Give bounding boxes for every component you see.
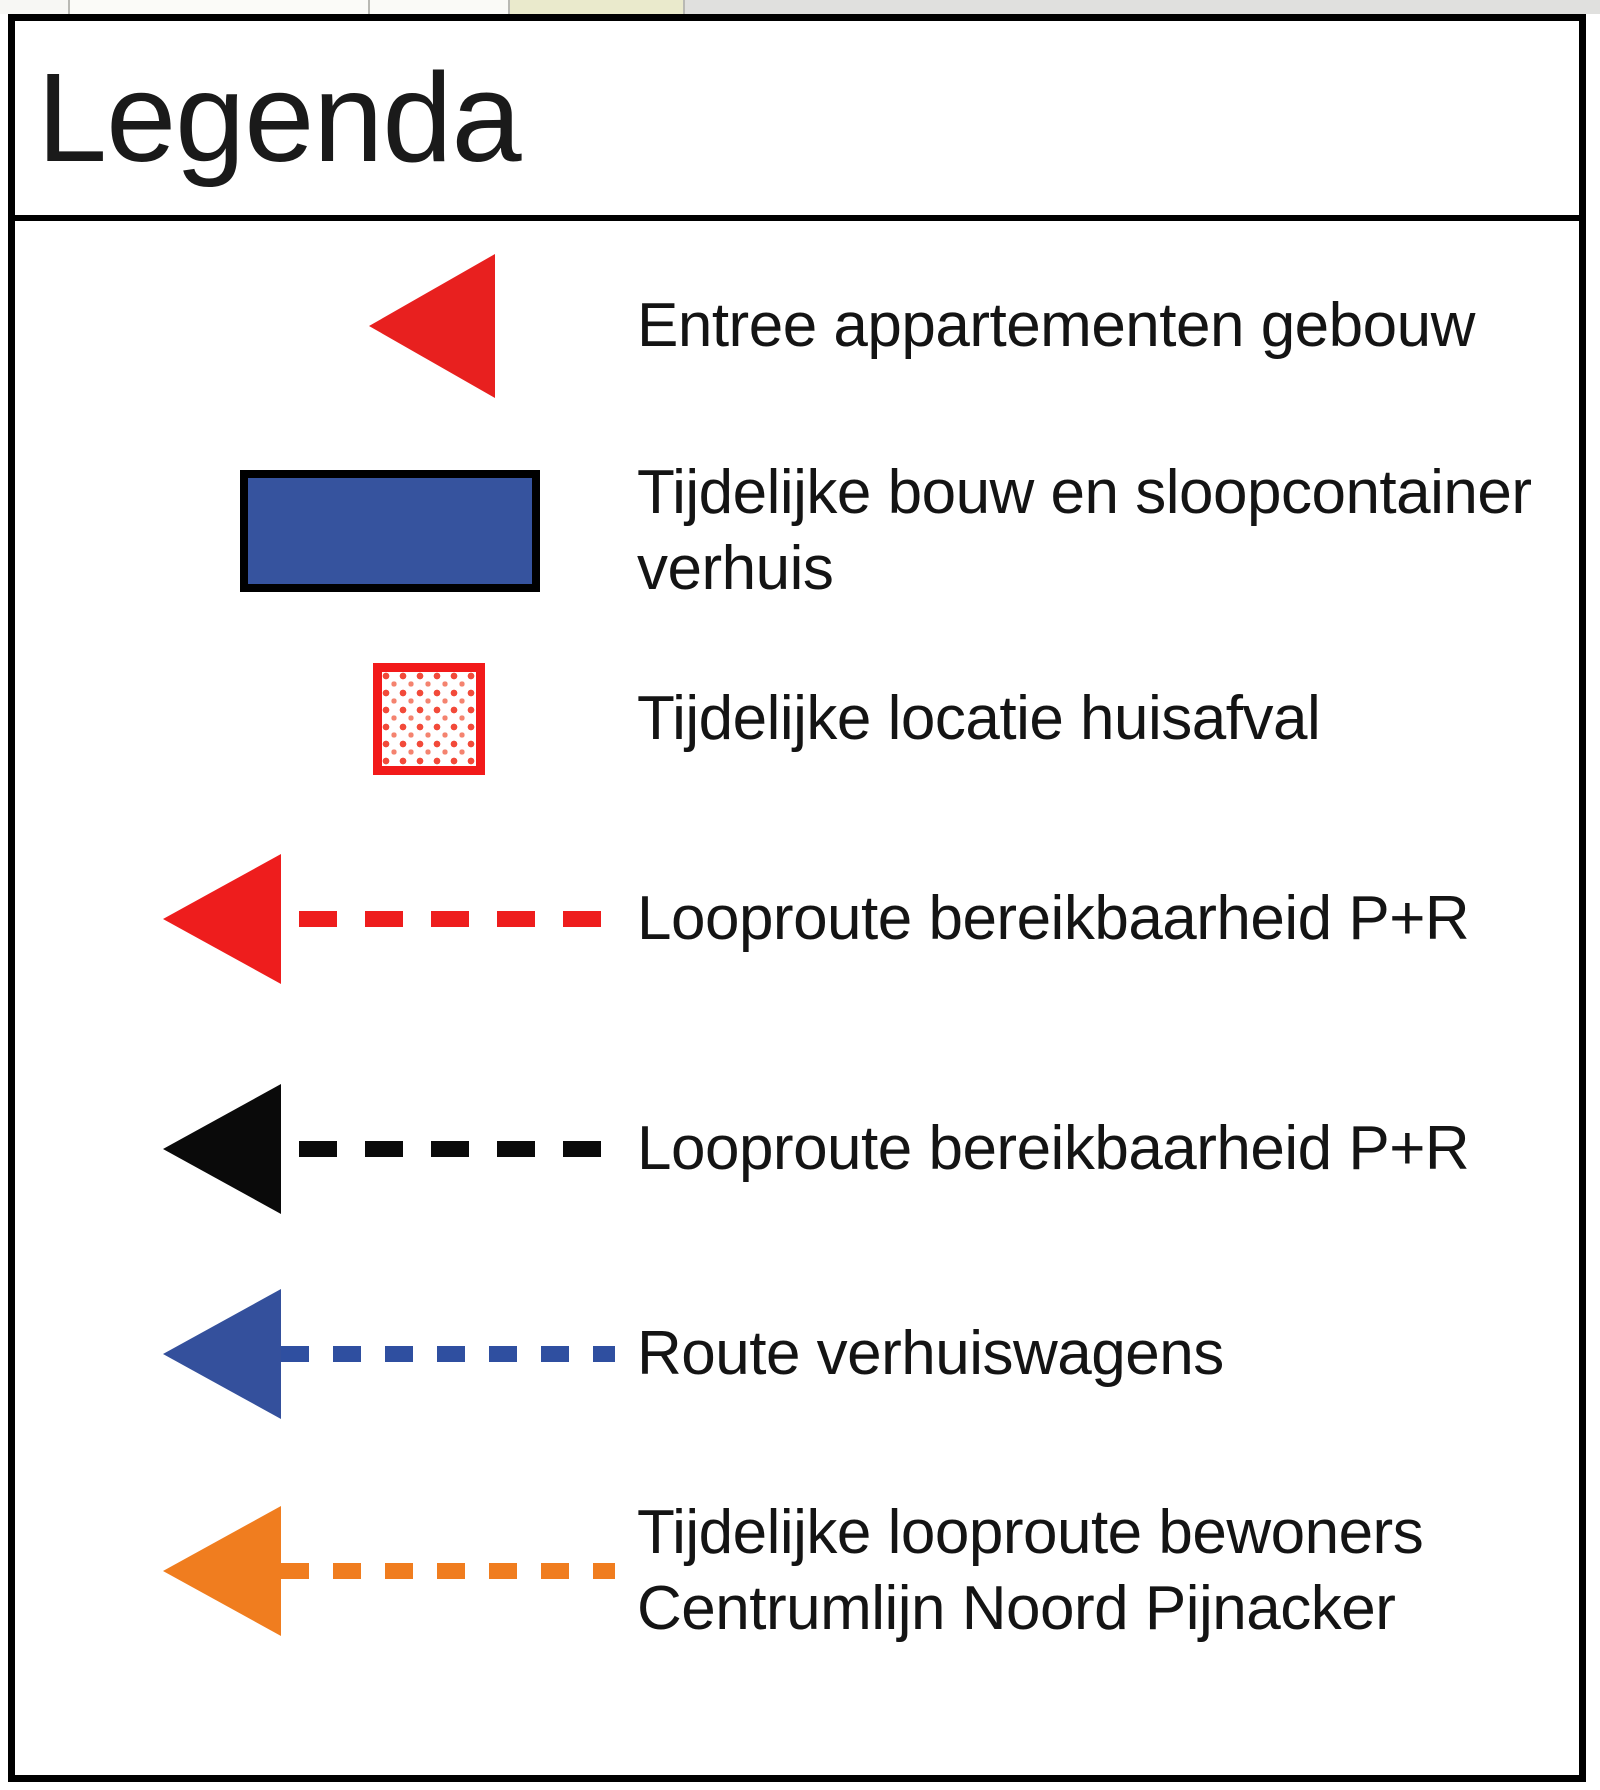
legend-item-label: Route verhuiswagens (637, 1318, 1224, 1388)
orange-dashed-arrow-marker (15, 1506, 615, 1636)
arrowhead-icon (163, 1506, 281, 1636)
top-strip-segment-2 (70, 0, 370, 14)
arrowhead-icon (163, 1288, 281, 1419)
legend-symbol-cell (15, 431, 615, 631)
legend-item-tijdelijke-locatie-huisafval: Tijdelijke locatie huisafval (15, 631, 1579, 806)
blue-rectangle-marker (240, 470, 540, 592)
arrowhead-icon (163, 853, 281, 984)
legend-item-looproute-pr-zwart: Looproute bereikbaarheid P+R (15, 1031, 1579, 1266)
black-dashed-arrow-marker (15, 1083, 615, 1214)
legend-item-label: Looproute bereikbaarheid P+R (637, 1113, 1470, 1183)
legend-symbol-cell (15, 1441, 615, 1701)
legend-item-label: Tijdelijke locatie huisafval (637, 683, 1321, 753)
top-strip-segment-4 (510, 0, 685, 14)
red-dashed-arrow-marker (15, 853, 615, 984)
legend-panel: Legenda Entree appartementen gebouw Tijd… (8, 14, 1586, 1782)
top-strip-segment-3 (370, 0, 510, 14)
legend-item-looproute-pr-rood: Looproute bereikbaarheid P+R (15, 806, 1579, 1031)
legend-item-label: Entree appartementen gebouw (637, 291, 1475, 361)
background-top-strip (0, 0, 1600, 14)
top-strip-segment-1 (0, 0, 70, 14)
legend-item-route-verhuiswagens: Route verhuiswagens (15, 1266, 1579, 1441)
dashed-shaft (281, 1345, 615, 1362)
blue-dashed-arrow-marker (15, 1288, 615, 1419)
legend-item-entree-appartementen: Entree appartementen gebouw (15, 221, 1579, 431)
legend-symbol-cell (15, 1266, 615, 1441)
legend-item-tijdelijke-looproute-centrumlijn: Tijdelijke looproute bewoners Centrumlij… (15, 1441, 1579, 1701)
dashed-shaft (281, 1563, 615, 1579)
legend-symbol-cell (15, 631, 615, 806)
legend-title-bar: Legenda (15, 21, 1579, 221)
legend-item-label: Tijdelijke bouw en sloopcontainer verhui… (637, 458, 1532, 603)
legend-item-label: Looproute bereikbaarheid P+R (637, 883, 1470, 953)
legend-item-tijdelijke-bouw-sloopcontainer: Tijdelijke bouw en sloopcontainer verhui… (15, 431, 1579, 631)
arrowhead-icon (163, 1083, 281, 1214)
dashed-shaft (299, 910, 615, 927)
top-strip-segment-5 (685, 0, 1600, 14)
legend-symbol-cell (15, 221, 615, 431)
dashed-shaft (299, 1140, 615, 1157)
legend-symbol-cell (15, 806, 615, 1031)
legend-title: Legenda (37, 47, 522, 188)
red-triangle-marker (369, 254, 495, 398)
legend-item-label: Tijdelijke looproute bewoners Centrumlij… (637, 1498, 1424, 1643)
legend-body: Entree appartementen gebouw Tijdelijke b… (15, 221, 1579, 1701)
red-dotted-square-marker (373, 662, 485, 775)
legend-symbol-cell (15, 1031, 615, 1266)
